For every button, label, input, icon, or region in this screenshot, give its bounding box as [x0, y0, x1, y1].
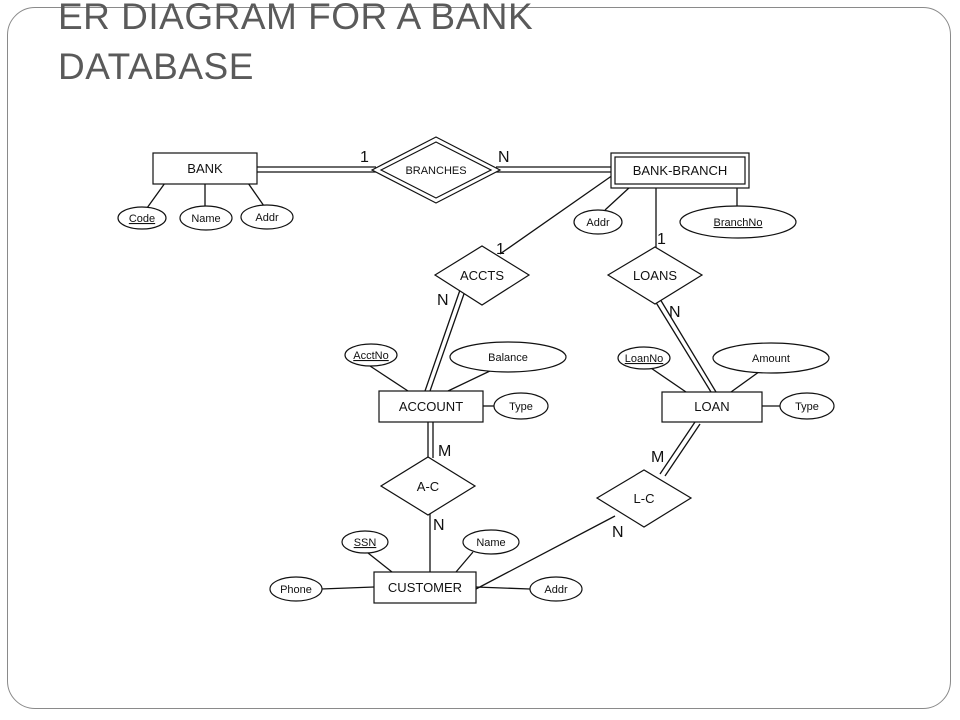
attribute-branch-no-label: BranchNo: [714, 217, 763, 229]
entity-loan: LOAN: [661, 391, 763, 423]
attribute-acct-no: AcctNo: [344, 343, 398, 367]
cardinality-loans-loan: N: [669, 304, 681, 321]
cardinalities: 1 N 1 N 1 N M N M N: [360, 149, 681, 541]
cardinality-branch-loans: 1: [657, 231, 666, 248]
attribute-bank-addr: Addr: [240, 204, 294, 230]
attribute-balance: Balance: [449, 341, 567, 373]
attribute-loan-no: LoanNo: [617, 346, 671, 370]
attribute-account-type: Type: [493, 392, 549, 420]
attribute-phone-label: Phone: [280, 584, 312, 596]
attribute-customer-addr: Addr: [529, 576, 583, 602]
attribute-bank-name: Name: [179, 205, 233, 231]
cardinality-lc-customer: N: [612, 524, 624, 541]
attribute-ssn: SSN: [341, 530, 389, 554]
relationship-a-c: A-C: [379, 456, 477, 516]
relationship-branches-label: BRANCHES: [405, 165, 466, 177]
entity-account: ACCOUNT: [378, 390, 484, 423]
attribute-bank-name-label: Name: [191, 213, 220, 225]
relationship-branches: BRANCHES: [370, 136, 502, 204]
attribute-bank-code: Code: [117, 206, 167, 230]
title-line-1: ER DIAGRAM FOR A BANK: [58, 0, 534, 37]
cardinality-bank-branches: 1: [360, 149, 369, 166]
attribute-customer-name-label: Name: [476, 537, 505, 549]
cardinality-ac-customer: N: [433, 517, 445, 534]
relationship-accts-label: ACCTS: [460, 268, 504, 283]
attribute-customer-addr-label: Addr: [544, 584, 568, 596]
cardinality-account-ac: M: [438, 443, 451, 460]
relationship-accts: ACCTS: [433, 245, 531, 306]
cardinality-branches-branch: N: [498, 149, 510, 166]
entity-customer-label: CUSTOMER: [388, 580, 462, 595]
entity-bank-label: BANK: [187, 161, 223, 176]
attribute-branch-no: BranchNo: [679, 205, 797, 239]
attribute-bank-addr-label: Addr: [255, 212, 279, 224]
attribute-branch-addr: Addr: [573, 209, 623, 235]
entity-bank-branch: BANK-BRANCH: [610, 152, 750, 189]
cardinality-branch-accts: 1: [496, 241, 505, 258]
relationship-loans: LOANS: [606, 246, 704, 305]
attribute-branch-addr-label: Addr: [586, 217, 610, 229]
attribute-ssn-label: SSN: [354, 537, 377, 549]
entity-customer: CUSTOMER: [373, 571, 477, 604]
attribute-loan-type: Type: [779, 392, 835, 420]
attribute-amount: Amount: [712, 342, 830, 374]
relationship-a-c-label: A-C: [417, 479, 439, 494]
attribute-bank-code-label: Code: [129, 213, 155, 225]
title-line-2: DATABASE: [58, 46, 254, 87]
cardinality-loan-lc: M: [651, 449, 664, 466]
attribute-balance-label: Balance: [488, 352, 528, 364]
connectors: [146, 166, 785, 590]
relationship-loans-label: LOANS: [633, 268, 677, 283]
attribute-loan-type-label: Type: [795, 401, 819, 413]
entity-loan-label: LOAN: [694, 399, 729, 414]
cardinality-accts-account: N: [437, 292, 449, 309]
attribute-customer-name: Name: [462, 529, 520, 555]
entity-bank-branch-label: BANK-BRANCH: [633, 163, 728, 178]
relationship-l-c: L-C: [595, 469, 693, 528]
attribute-acct-no-label: AcctNo: [353, 350, 388, 362]
attribute-phone: Phone: [269, 576, 323, 602]
attribute-amount-label: Amount: [752, 353, 790, 365]
slide-title: ER DIAGRAM FOR A BANK DATABASE: [58, 0, 533, 92]
attribute-loan-no-label: LoanNo: [625, 353, 664, 365]
entity-bank: BANK: [152, 152, 258, 185]
attribute-account-type-label: Type: [509, 401, 533, 413]
relationship-l-c-label: L-C: [634, 491, 655, 506]
entity-account-label: ACCOUNT: [399, 399, 463, 414]
